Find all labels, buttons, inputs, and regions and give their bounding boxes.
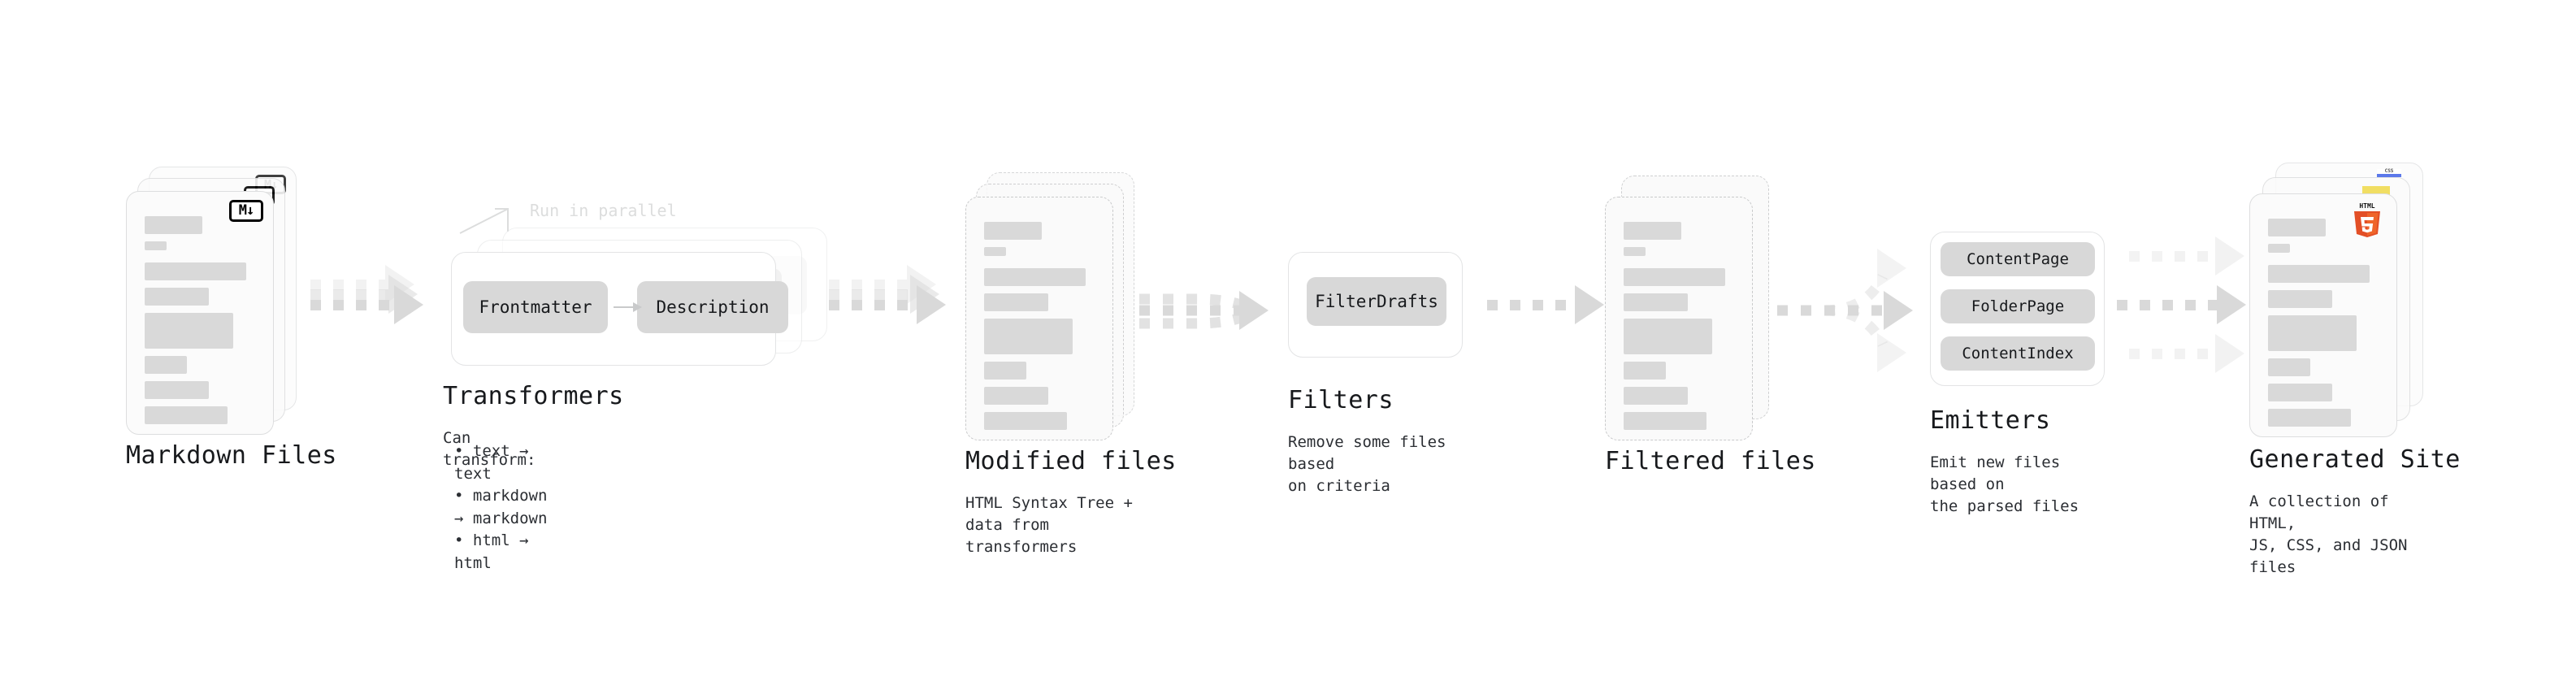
- diverging-dashes: [1776, 244, 1930, 382]
- markdown-logo-icon: M↓: [229, 200, 263, 222]
- content-bar: [145, 381, 209, 399]
- list-item-label: markdown → markdown: [454, 487, 548, 527]
- stage-emitters: ContentPage FolderPage ContentIndex Emit…: [1930, 232, 2105, 515]
- transformer-group-front: Frontmatter Description: [451, 252, 788, 366]
- filters-group: FilterDrafts: [1288, 252, 1463, 358]
- markdown-card-content: [127, 192, 273, 434]
- stage-markdown-files: M↓ M↓ M↓ Markdown Files: [126, 167, 336, 470]
- filters-subtitle: Remove some files based on criteria: [1288, 433, 1446, 495]
- filtered-card-front: [1605, 197, 1753, 440]
- html5-logo-icon: HTML: [2351, 201, 2383, 238]
- content-bar: [145, 288, 209, 306]
- svg-text:HTML: HTML: [2359, 202, 2374, 210]
- content-bar: [1624, 387, 1688, 405]
- list-item: • html → html: [454, 530, 547, 575]
- css-logo-bar: [2377, 174, 2401, 177]
- content-bar: [984, 293, 1048, 311]
- content-bar: [984, 319, 1073, 354]
- content-bar: [2268, 409, 2351, 427]
- generated-site-subtitle: A collection of HTML, JS, CSS, and JSON …: [2249, 492, 2408, 576]
- stage-filtered-files: Filtered files: [1605, 172, 1815, 475]
- css-logo-label: CSS: [2384, 168, 2394, 174]
- content-bar: [2268, 315, 2357, 351]
- bullet-dot: •: [454, 531, 473, 550]
- content-bar: [145, 262, 247, 280]
- emitter-node-folderpage[interactable]: FolderPage: [1941, 289, 2095, 323]
- content-bar: [1624, 222, 1681, 240]
- stage-title-filtered-files: Filtered files: [1605, 447, 1816, 475]
- content-bar: [984, 222, 1042, 240]
- content-bar: [984, 362, 1026, 380]
- generated-site-stack: CSS HTML: [2249, 163, 2424, 437]
- filter-node-filterdrafts[interactable]: FilterDrafts: [1307, 277, 1446, 326]
- content-bar: [984, 387, 1048, 405]
- modified-card-front: [965, 197, 1113, 440]
- callout-run-in-parallel: Run in parallel: [530, 201, 677, 220]
- filtered-card-content: [1606, 197, 1752, 440]
- stage-generated-site: CSS HTML: [2249, 163, 2460, 576]
- modified-file-stack: [965, 172, 1136, 440]
- transformer-connector-arrow: [614, 302, 642, 312]
- content-bar: [145, 241, 167, 250]
- markdown-file-stack: M↓ M↓ M↓: [126, 167, 297, 435]
- stage-title-emitters: Emitters: [1930, 406, 2051, 435]
- content-bar: [145, 313, 233, 349]
- content-bar: [145, 406, 228, 424]
- emitter-node-contentindex[interactable]: ContentIndex: [1941, 336, 2095, 371]
- content-bar: [1624, 412, 1706, 430]
- bullet-dot: •: [454, 487, 473, 505]
- stage-title-generated-site: Generated Site: [2249, 445, 2461, 474]
- markdown-card-front: M↓: [126, 191, 274, 435]
- stage-title-modified-files: Modified files: [965, 447, 1177, 475]
- list-item: • markdown → markdown: [454, 485, 547, 530]
- content-bar: [2268, 265, 2370, 283]
- stage-modified-files: Modified files HTML Syntax Tree + data f…: [965, 172, 1176, 556]
- emitter-node-contentpage[interactable]: ContentPage: [1941, 242, 2095, 276]
- transformers-subtitle: Can transform:: [443, 429, 536, 469]
- content-bar: [984, 268, 1086, 286]
- transformer-node-frontmatter[interactable]: Frontmatter: [463, 281, 608, 333]
- content-bar: [2268, 358, 2310, 376]
- generated-card-content: [2250, 194, 2396, 436]
- content-bar: [984, 412, 1067, 430]
- content-bar: [145, 356, 187, 374]
- content-bar: [1624, 293, 1688, 311]
- filtered-file-stack: [1605, 172, 1776, 440]
- generated-card-html: HTML: [2249, 193, 2397, 437]
- stage-filters: FilterDrafts Filters Remove some files b…: [1288, 252, 1463, 495]
- callout-leader-line: [459, 206, 524, 234]
- list-item: • text → text: [454, 440, 547, 485]
- css-logo-icon: CSS: [2377, 169, 2401, 178]
- content-bar: [1624, 268, 1726, 286]
- list-item-label: text → text: [454, 442, 529, 483]
- stage-title-filters: Filters: [1288, 386, 1394, 414]
- content-bar: [2268, 290, 2332, 308]
- stage-title-markdown-files: Markdown Files: [126, 441, 337, 470]
- content-bar: [2268, 244, 2291, 253]
- content-bar: [145, 216, 202, 234]
- content-bar: [1624, 247, 1646, 256]
- modified-card-content: [966, 197, 1112, 440]
- modified-files-subtitle: HTML Syntax Tree + data from transformer…: [965, 494, 1133, 556]
- content-bar: [2268, 384, 2332, 401]
- list-item-label: html → html: [454, 531, 529, 572]
- emitters-subtitle: Emit new files based on the parsed files: [1930, 453, 2079, 515]
- bullet-dot: •: [454, 442, 473, 460]
- content-bar: [2268, 219, 2326, 236]
- content-bar: [1624, 362, 1666, 380]
- content-bar: [1624, 319, 1712, 354]
- transformers-bullet-list: • text → text • markdown → markdown • ht…: [454, 440, 547, 575]
- emitters-group: ContentPage FolderPage ContentIndex: [1930, 232, 2105, 386]
- converging-dashes: [1138, 257, 1292, 362]
- transformer-node-description[interactable]: Description: [637, 281, 788, 333]
- content-bar: [984, 247, 1007, 256]
- stage-title-transformers: Transformers: [443, 382, 624, 410]
